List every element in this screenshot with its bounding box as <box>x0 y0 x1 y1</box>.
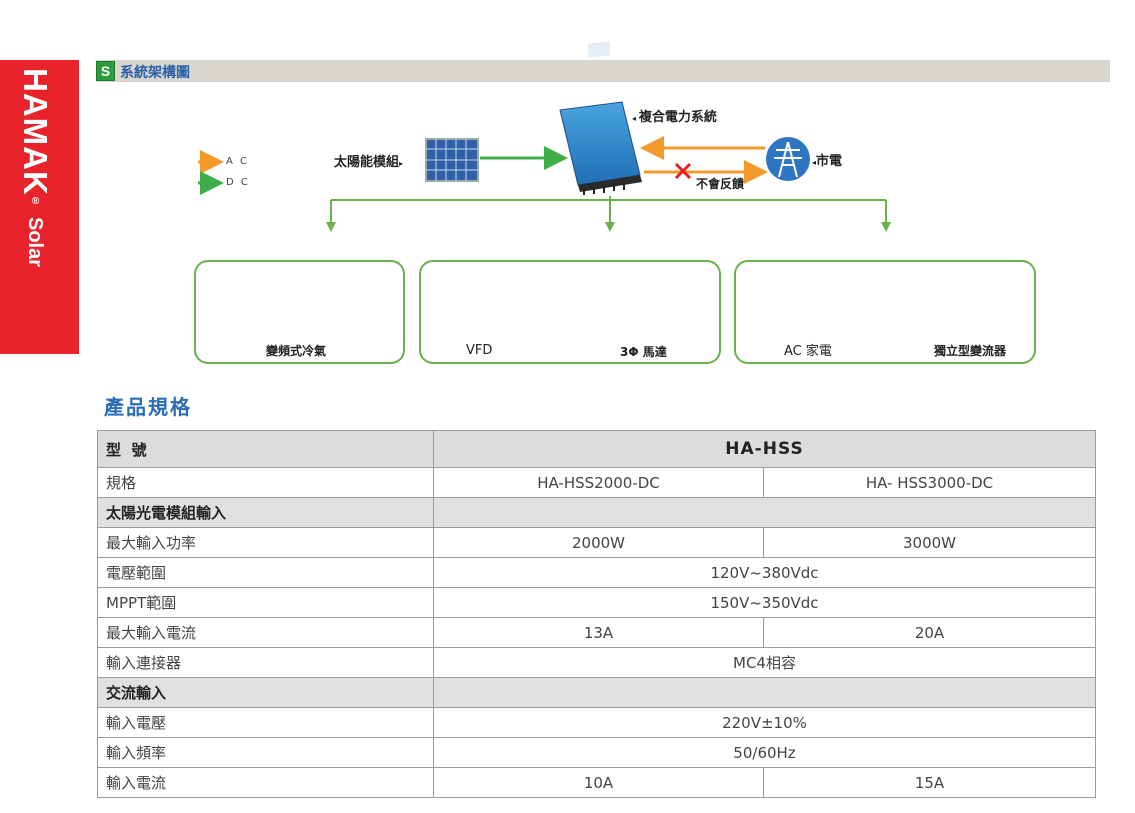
solar-panel-icon <box>425 138 479 182</box>
row-label-cell: MPPT範圍 <box>97 587 434 618</box>
value-cell-merged: 120V~380Vdc <box>433 557 1096 588</box>
legend-dc-label: D C <box>226 177 250 188</box>
brand-strip: HAMAK® Solar <box>0 60 79 354</box>
no-feedback-cross-icon <box>674 162 692 180</box>
solar-module-label: 太陽能模組▸ <box>334 155 404 170</box>
vfd-label: VFD <box>466 343 493 358</box>
hybrid-inverter-icon <box>559 41 642 195</box>
table-row: 交流輸入 <box>97 677 1096 708</box>
value-cell-merged: MC4相容 <box>433 647 1096 678</box>
row-label-cell: 輸入電壓 <box>97 707 434 738</box>
group-empty-cell <box>433 497 1096 528</box>
value-cell-2000: 2000W <box>433 527 764 558</box>
load-box-appliances <box>734 260 1036 364</box>
value-cell-3000: HA- HSS3000-DC <box>763 467 1096 498</box>
row-label-cell: 最大輸入功率 <box>97 527 434 558</box>
brand-sub: Solar <box>24 217 46 268</box>
section-header: S 系統架構圖 <box>96 60 1110 82</box>
load-box-motor <box>419 260 721 364</box>
value-cell-merged: 220V±10% <box>433 707 1096 738</box>
header-label-cell: 型 號 <box>97 430 434 468</box>
value-cell-3000: 15A <box>763 767 1096 798</box>
group-empty-cell <box>433 677 1096 708</box>
brand-name: HAMAK <box>17 68 54 196</box>
row-label-cell: 交流輸入 <box>97 677 434 708</box>
ac-appliance-label: AC 家電 <box>784 344 832 359</box>
grid-label: ◂市電 <box>812 154 843 169</box>
value-cell-merged: 150V~350Vdc <box>433 587 1096 618</box>
section-title: 系統架構圖 <box>120 65 190 81</box>
motor-label: 3Φ 馬達 <box>620 345 667 359</box>
row-label-cell: 最大輸入電流 <box>97 617 434 648</box>
section-badge: S <box>96 61 115 81</box>
row-label-cell: 電壓範圍 <box>97 557 434 588</box>
power-grid-icon <box>766 137 810 181</box>
no-feedback-label: 不會反饋 <box>696 177 745 191</box>
spec-heading: 產品規格 <box>104 395 192 419</box>
table-row: 太陽光電模組輸入 <box>97 497 1096 528</box>
row-label-cell: 太陽光電模組輸入 <box>97 497 434 528</box>
aircon-label: 變頻式冷氣 <box>266 344 327 358</box>
load-box-aircon <box>194 260 405 364</box>
value-cell-2000: HA-HSS2000-DC <box>433 467 764 498</box>
system-diagram: A C D C 太陽能模組▸ ◂ 複合電力系統 ◂市電 不會反饋 變頻式冷氣 V… <box>0 0 1135 380</box>
value-cell-merged: 50/60Hz <box>433 737 1096 768</box>
value-cell-2000: 13A <box>433 617 764 648</box>
value-cell-3000: 3000W <box>763 527 1096 558</box>
header-model-cell: HA-HSS <box>433 430 1096 468</box>
row-label-cell: 輸入連接器 <box>97 647 434 678</box>
row-label-cell: 輸入電流 <box>97 767 434 798</box>
row-label-cell: 輸入頻率 <box>97 737 434 768</box>
row-label-cell: 規格 <box>97 467 434 498</box>
hybrid-system-label: ◂ 複合電力系統 <box>632 110 717 125</box>
value-cell-3000: 20A <box>763 617 1096 648</box>
legend-ac-label: A C <box>226 156 250 167</box>
table-header-row: 型 號 HA-HSS <box>97 430 1096 468</box>
value-cell-2000: 10A <box>433 767 764 798</box>
brand-registered-mark: ® <box>30 195 41 207</box>
off-grid-inverter-label: 獨立型變流器 <box>934 344 1007 358</box>
brand-logo: HAMAK® Solar <box>16 68 54 267</box>
